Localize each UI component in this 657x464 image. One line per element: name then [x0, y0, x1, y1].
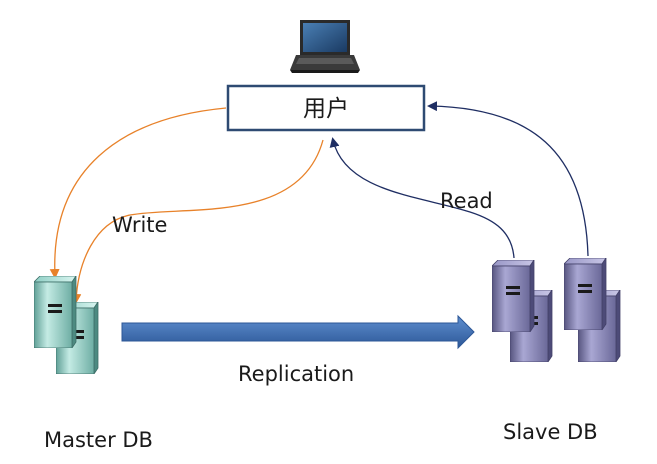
slave-db-server-icon-1: [492, 260, 553, 362]
read-arrow-outer: [427, 101, 589, 257]
slave-db-server-icon-2: [564, 258, 621, 362]
read-label: Read: [440, 189, 493, 213]
replication-label: Replication: [238, 362, 354, 386]
laptop-icon: [290, 20, 360, 73]
user-box-label: 用户: [303, 96, 349, 122]
write-arrow-inner: [71, 139, 324, 304]
replication-arrow: [121, 314, 475, 350]
user-box: 用户: [226, 84, 426, 132]
write-arrow-outer: [49, 107, 227, 279]
read-arrow-inner: [329, 137, 515, 259]
master-db-label: Master DB: [44, 428, 153, 452]
slave-db-label: Slave DB: [503, 420, 598, 444]
master-db-server-icon: [34, 276, 99, 374]
write-label: Write: [112, 213, 167, 237]
